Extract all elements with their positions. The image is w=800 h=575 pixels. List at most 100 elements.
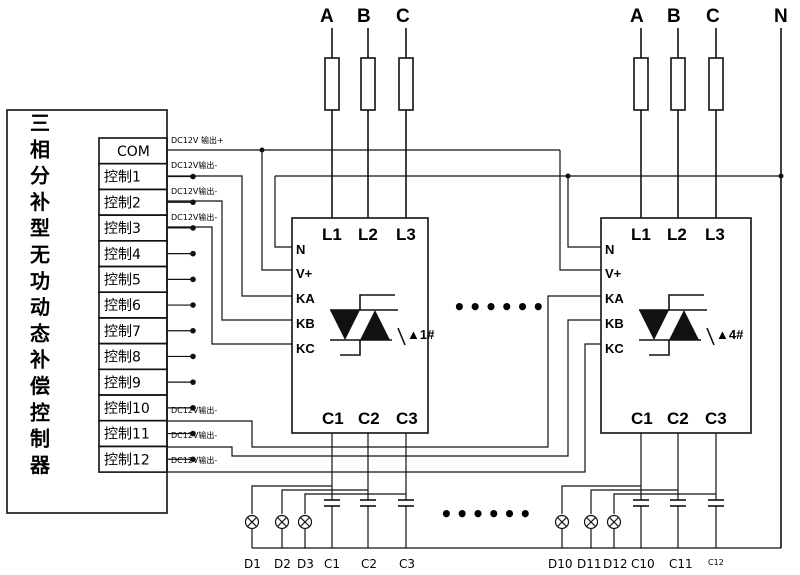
- module-1-c3: C3: [396, 409, 418, 428]
- module-4-pin-v: V+: [605, 266, 622, 281]
- fuse-c2: [708, 57, 724, 111]
- thyristor-icon: [639, 294, 715, 356]
- controller-title-char: 态: [30, 321, 50, 345]
- bottom-network: D1 D2 D3 C1 C2 C3 D10 D11 D12 C10 C11 C1…: [244, 433, 781, 571]
- label-d2: D2: [274, 557, 291, 571]
- label-c3: C3: [399, 557, 415, 571]
- label-c2: C2: [361, 557, 377, 571]
- port-label-3: 控制3: [104, 221, 141, 237]
- module-4-pin-kc: KC: [605, 341, 624, 356]
- controller-title-char: 型: [30, 216, 50, 240]
- controller-title-char: 动: [30, 295, 50, 319]
- fuse-a2: [633, 57, 649, 111]
- controller-title-char: 偿: [30, 374, 50, 398]
- lamp-icon: [554, 514, 570, 530]
- module-4: L1 L2 L3 N V+ KA KB KC ▲4# C1 C2 C3: [600, 217, 752, 434]
- controller-title-char: 相: [30, 137, 50, 161]
- phase-c-label-2: C: [706, 6, 720, 27]
- controller-title-char: 功: [30, 269, 50, 293]
- module-4-l1: L1: [631, 225, 651, 244]
- port-label-7: 控制7: [104, 324, 141, 340]
- supply-lines: A B C A B C N: [320, 6, 788, 548]
- port-label-8: 控制8: [104, 350, 141, 366]
- controller-ports: COM控制1控制2控制3控制4控制5控制6控制7控制8控制9控制10控制11控制…: [98, 137, 196, 473]
- lamp-icon: [244, 514, 260, 530]
- phase-a-label-2: A: [630, 6, 644, 27]
- capacitor-icon: [360, 499, 376, 507]
- ellipsis-middle: ••••••: [453, 295, 548, 319]
- label-d10: D10: [548, 557, 573, 571]
- module-1-pin-ka: KA: [296, 291, 315, 306]
- label-c12: C12: [708, 558, 724, 567]
- port-label-2: 控制2: [104, 195, 141, 211]
- port-label-6: 控制6: [104, 298, 141, 314]
- note-com: DC12V 输出+: [171, 135, 224, 145]
- module-1-l1: L1: [322, 225, 342, 244]
- module-1-pin-v: V+: [296, 266, 313, 281]
- ellipsis-bottom: ••••••: [440, 502, 535, 526]
- port-label-5: 控制5: [104, 273, 141, 289]
- module-4-c1: C1: [631, 409, 653, 428]
- module-4-pin-kb: KB: [605, 316, 624, 331]
- fuse-b1: [360, 57, 376, 111]
- module-1-l2: L2: [358, 225, 378, 244]
- module-4-c2: C2: [667, 409, 689, 428]
- module-4-pin-n: N: [605, 242, 614, 257]
- module-1: L1 L2 L3 N V+ KA KB KC ▲1# C1 C2 C3: [291, 217, 435, 434]
- label-c11: C11: [669, 557, 693, 571]
- note-p12: DC12V输出-: [171, 455, 217, 465]
- controller-title-char: 补: [29, 348, 50, 372]
- controller-title-char: 控: [30, 400, 50, 424]
- controller-title-char: 分: [30, 164, 50, 188]
- lamp-icon: [297, 514, 313, 530]
- label-c1: C1: [324, 557, 340, 571]
- module-1-pin-kc: KC: [296, 341, 315, 356]
- capacitor-icon: [398, 499, 414, 507]
- module-1-c1: C1: [322, 409, 344, 428]
- module-1-pin-n: N: [296, 242, 305, 257]
- fuse-b2: [670, 57, 686, 111]
- module-1-l3: L3: [396, 225, 416, 244]
- neutral-label: N: [774, 6, 788, 27]
- label-d11: D11: [577, 557, 602, 571]
- phase-b-label-1: B: [357, 6, 371, 27]
- lamp-icon: [274, 514, 290, 530]
- port-com-label: COM: [117, 144, 150, 160]
- note-p3: DC12V输出-: [171, 212, 217, 222]
- module-4-l2: L2: [667, 225, 687, 244]
- fuse-c1: [398, 57, 414, 111]
- port-label-12: 控制12: [104, 452, 150, 468]
- fuse-a1: [324, 57, 340, 111]
- capacitor-icon: [633, 499, 649, 507]
- module-4-l3: L3: [705, 225, 725, 244]
- port-notes: DC12V 输出+ DC12V输出- DC12V输出- DC12V输出- DC1…: [171, 135, 224, 465]
- port-label-9: 控制9: [104, 375, 141, 391]
- module-1-c2: C2: [358, 409, 380, 428]
- capacitor-icon: [324, 499, 340, 507]
- thyristor-icon: [330, 294, 406, 356]
- module-4-c3: C3: [705, 409, 727, 428]
- module-1-pin-kb: KB: [296, 316, 315, 331]
- module-4-box: [600, 217, 752, 434]
- label-d3: D3: [297, 557, 314, 571]
- note-p2: DC12V输出-: [171, 186, 217, 196]
- controller-title-char: 无: [30, 243, 50, 267]
- lamp-icon: [583, 514, 599, 530]
- capacitor-icon: [708, 499, 724, 507]
- note-p1: DC12V输出-: [171, 160, 217, 170]
- phase-c-label-1: C: [396, 6, 410, 27]
- port-label-11: 控制11: [104, 427, 150, 443]
- lamp-icon: [606, 514, 622, 530]
- controller-title-char: 器: [29, 453, 51, 477]
- control-wiring: [167, 147, 784, 473]
- phase-b-label-2: B: [667, 6, 681, 27]
- label-d1: D1: [244, 557, 261, 571]
- controller-title-char: 制: [30, 427, 50, 451]
- controller-title-char: 三: [30, 111, 50, 135]
- module-4-pin-ka: KA: [605, 291, 624, 306]
- capacitor-icon: [670, 499, 686, 507]
- label-c10: C10: [631, 557, 655, 571]
